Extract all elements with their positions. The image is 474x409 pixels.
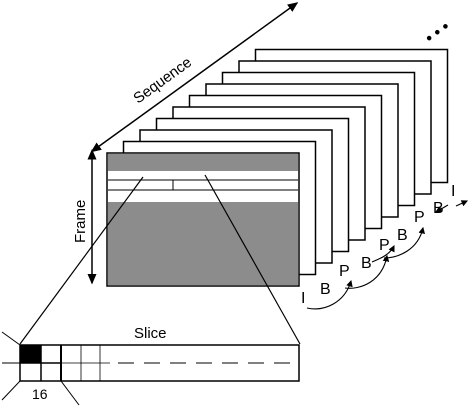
frame-label: Frame (72, 200, 89, 243)
frame-type-letter: P (414, 209, 425, 226)
frame-type-letter: B (320, 281, 331, 298)
prediction-arrow (455, 200, 469, 207)
front-frame (106, 152, 300, 287)
gray-region-top (108, 154, 298, 171)
sequence-label: Sequence (130, 54, 195, 107)
macroblock-highlighted (20, 345, 41, 363)
prediction-arrow (435, 204, 449, 213)
ellipsis: • • • (422, 18, 453, 47)
prediction-arrow (306, 279, 353, 310)
slice-projection-right (204, 174, 301, 345)
prediction-arrow (383, 226, 425, 259)
frame-type-letter: I (301, 290, 305, 307)
slice-strip (1, 331, 300, 406)
frame-type-letter: I (451, 183, 455, 200)
sequence-arrow (90, 2, 299, 153)
frame-type-letter: P (379, 237, 390, 254)
gray-region-bottom (108, 202, 298, 285)
block-size-label: 16 (32, 386, 48, 402)
prediction-arrow (344, 254, 390, 289)
slice-label: Slice (134, 325, 167, 342)
frame-type-letter: B (397, 227, 408, 244)
slice-projection-left (19, 176, 144, 345)
frame-type-letter: P (339, 263, 350, 280)
prediction-arrow (371, 245, 395, 263)
frame-type-letter: B (361, 255, 372, 272)
prediction-arrows (306, 200, 469, 310)
